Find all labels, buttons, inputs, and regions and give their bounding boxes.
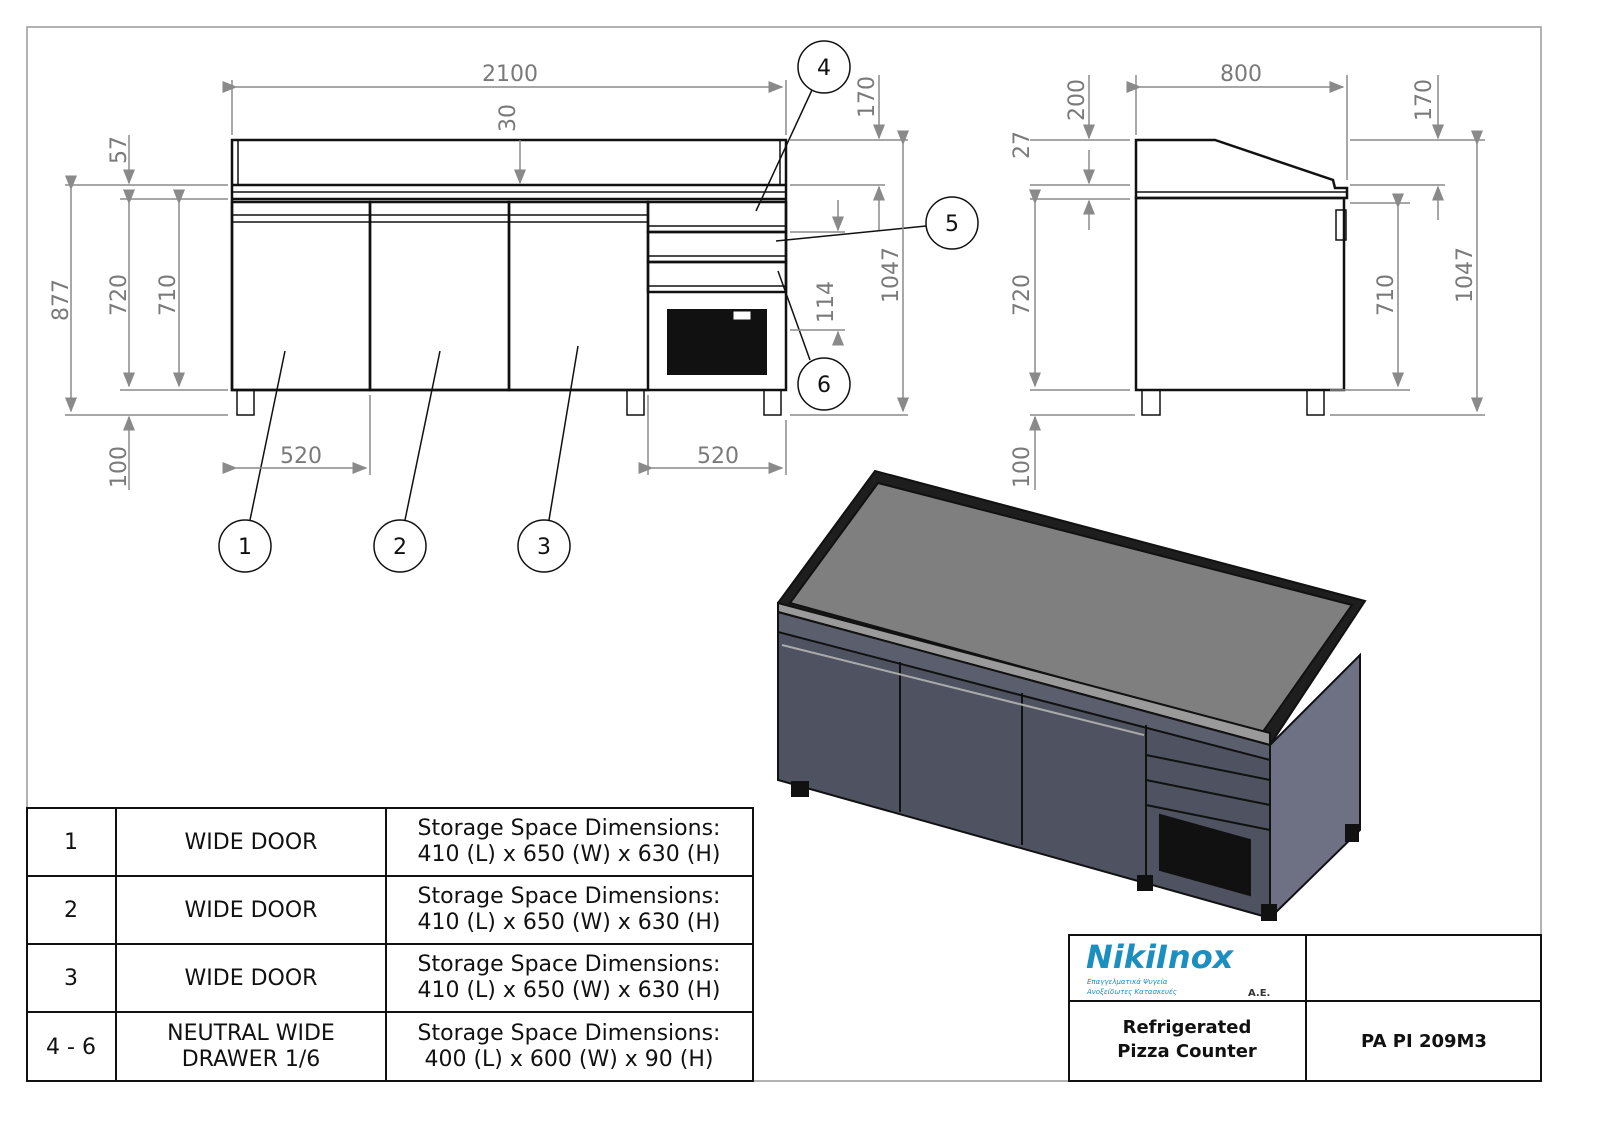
drawers bbox=[646, 200, 788, 294]
legs bbox=[236, 389, 782, 416]
dim-1047: 1047 bbox=[879, 247, 904, 303]
svg-text:410 (L) x 650 (W) x 630 (H): 410 (L) x 650 (W) x 630 (H) bbox=[417, 842, 720, 867]
sheet-border bbox=[26, 26, 1542, 1082]
title-block: NikiInox Επαγγελματικά Ψυγεία Ανοξείδωτε… bbox=[1068, 934, 1542, 1082]
dim-720-side: 720 bbox=[1010, 274, 1035, 316]
door-2 bbox=[368, 200, 511, 392]
svg-text:Επαγγελματικά Ψυγεία: Επαγγελματικά Ψυγεία bbox=[1087, 978, 1168, 986]
dim-2100: 2100 bbox=[482, 62, 538, 87]
door-1 bbox=[230, 200, 372, 392]
svg-text:NEUTRAL WIDE: NEUTRAL WIDE bbox=[167, 1021, 335, 1046]
dim-720: 720 bbox=[107, 274, 132, 316]
balloon-2: 2 bbox=[373, 519, 427, 573]
front-view: 2100 30 57 877 720 710 100 520 520 170 1… bbox=[49, 40, 979, 573]
dim-100: 100 bbox=[107, 446, 132, 488]
model-number: PA PI 209M3 bbox=[1361, 1031, 1487, 1052]
svg-text:1: 1 bbox=[64, 830, 78, 855]
dim-710-side: 710 bbox=[1374, 274, 1399, 316]
svg-text:2: 2 bbox=[393, 535, 407, 560]
svg-text:Storage Space Dimensions:: Storage Space Dimensions: bbox=[418, 816, 721, 841]
dim-877: 877 bbox=[49, 279, 74, 321]
svg-text:2: 2 bbox=[64, 898, 78, 923]
isometric-view bbox=[777, 469, 1367, 921]
dim-710: 710 bbox=[156, 274, 181, 316]
svg-text:A.E.: A.E. bbox=[1248, 988, 1270, 999]
dim-200: 200 bbox=[1065, 79, 1090, 121]
table-row: 4 - 6 NEUTRAL WIDE DRAWER 1/6 Storage Sp… bbox=[46, 1021, 720, 1072]
compressor-grille bbox=[667, 309, 767, 375]
svg-text:DRAWER 1/6: DRAWER 1/6 bbox=[182, 1047, 321, 1072]
table-row: 1 WIDE DOOR Storage Space Dimensions: 41… bbox=[64, 816, 721, 867]
dim-520-drawer: 520 bbox=[697, 444, 739, 469]
iso-compressor-grille bbox=[1159, 813, 1251, 897]
svg-text:WIDE DOOR: WIDE DOOR bbox=[185, 898, 318, 923]
balloon-5: 5 bbox=[925, 196, 979, 250]
svg-text:5: 5 bbox=[945, 212, 959, 237]
svg-text:Storage Space Dimensions:: Storage Space Dimensions: bbox=[418, 884, 721, 909]
svg-text:WIDE DOOR: WIDE DOOR bbox=[185, 966, 318, 991]
svg-text:400 (L) x 600 (W) x 90 (H): 400 (L) x 600 (W) x 90 (H) bbox=[424, 1047, 713, 1072]
svg-text:3: 3 bbox=[537, 535, 551, 560]
dim-1047-side: 1047 bbox=[1453, 247, 1478, 303]
product-name-line2: Pizza Counter bbox=[1117, 1041, 1257, 1062]
dim-170-side: 170 bbox=[1412, 79, 1437, 121]
dim-800: 800 bbox=[1220, 62, 1262, 87]
dim-520-door: 520 bbox=[280, 444, 322, 469]
dim-27: 27 bbox=[1010, 131, 1035, 159]
parts-table: 1 WIDE DOOR Storage Space Dimensions: 41… bbox=[26, 807, 754, 1082]
svg-text:410 (L) x 650 (W) x 630 (H): 410 (L) x 650 (W) x 630 (H) bbox=[417, 910, 720, 935]
side-view: 800 200 27 170 720 710 1047 100 bbox=[1010, 62, 1485, 490]
product-name-line1: Refrigerated bbox=[1123, 1017, 1252, 1038]
balloon-3: 3 bbox=[517, 519, 571, 573]
dim-100-side: 100 bbox=[1010, 446, 1035, 488]
door-3 bbox=[507, 200, 650, 392]
dim-30: 30 bbox=[496, 104, 521, 132]
dim-57: 57 bbox=[107, 136, 132, 164]
balloon-6: 6 bbox=[797, 357, 851, 411]
svg-text:Storage Space Dimensions:: Storage Space Dimensions: bbox=[418, 952, 721, 977]
svg-text:NikiInox: NikiInox bbox=[1086, 938, 1235, 976]
nikiinox-logo: NikiInox Επαγγελματικά Ψυγεία Ανοξείδωτε… bbox=[1086, 938, 1270, 999]
svg-text:4: 4 bbox=[817, 56, 831, 81]
svg-text:4 - 6: 4 - 6 bbox=[46, 1035, 96, 1060]
svg-text:WIDE DOOR: WIDE DOOR bbox=[185, 830, 318, 855]
svg-text:Ανοξείδωτες Κατασκευές: Ανοξείδωτες Κατασκευές bbox=[1086, 988, 1177, 996]
balloon-1: 1 bbox=[218, 519, 272, 573]
dim-170: 170 bbox=[855, 76, 880, 118]
svg-text:6: 6 bbox=[817, 373, 831, 398]
dim-114: 114 bbox=[814, 281, 839, 323]
table-row: 3 WIDE DOOR Storage Space Dimensions: 41… bbox=[64, 952, 721, 1003]
balloon-4: 4 bbox=[797, 40, 851, 94]
svg-text:1: 1 bbox=[238, 535, 252, 560]
svg-text:410 (L) x 650 (W) x 630 (H): 410 (L) x 650 (W) x 630 (H) bbox=[417, 978, 720, 1003]
table-row: 2 WIDE DOOR Storage Space Dimensions: 41… bbox=[64, 884, 721, 935]
svg-text:3: 3 bbox=[64, 966, 78, 991]
svg-text:Storage Space Dimensions:: Storage Space Dimensions: bbox=[418, 1021, 721, 1046]
